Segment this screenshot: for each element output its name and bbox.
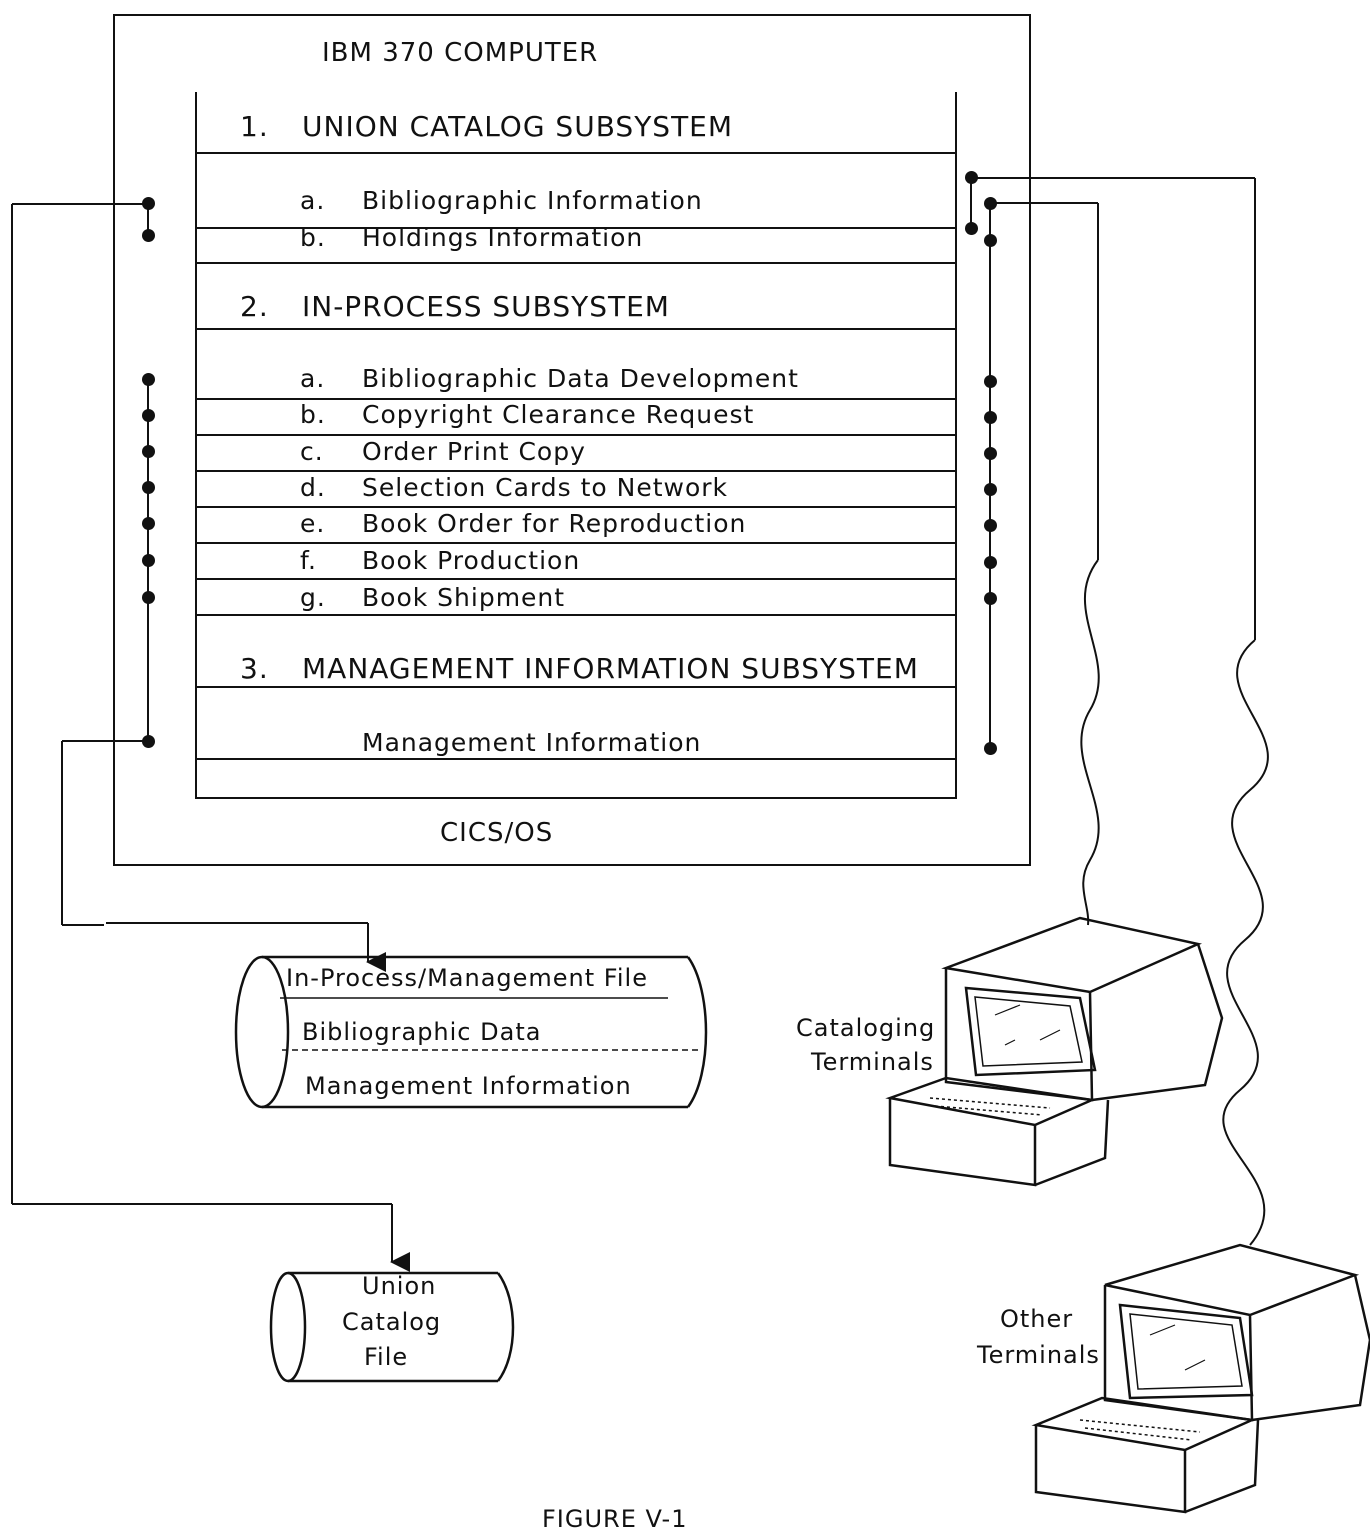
os-label: CICS/OS bbox=[440, 818, 553, 848]
divider bbox=[197, 434, 955, 436]
item-management-information: Management Information bbox=[362, 728, 701, 757]
item-letter: c. bbox=[300, 437, 324, 466]
item-copyright-clearance-request: Copyright Clearance Request bbox=[362, 400, 754, 429]
union-catalog-file-label: Union bbox=[362, 1272, 436, 1300]
item-letter: b. bbox=[300, 400, 326, 429]
item-holdings-information: Holdings Information bbox=[362, 223, 643, 252]
connector-dot bbox=[984, 234, 997, 247]
connector-dot bbox=[984, 519, 997, 532]
item-letter: a. bbox=[300, 364, 325, 393]
other-terminals-label: Other bbox=[1000, 1305, 1073, 1333]
computer-title: IBM 370 COMPUTER bbox=[322, 38, 598, 68]
item-bibliographic-data-development: Bibliographic Data Development bbox=[362, 364, 799, 393]
other-terminal-icon bbox=[1036, 1245, 1370, 1512]
item-book-production: Book Production bbox=[362, 546, 580, 575]
divider bbox=[197, 614, 955, 616]
subsystem-3-number: 3. bbox=[240, 652, 269, 685]
connector-dot bbox=[142, 481, 155, 494]
subsystem-1-title: UNION CATALOG SUBSYSTEM bbox=[302, 110, 733, 143]
connector-dot bbox=[965, 222, 978, 235]
cataloging-terminal-icon bbox=[890, 918, 1222, 1185]
connector-dot bbox=[142, 591, 155, 604]
subsystem-2-title: IN-PROCESS SUBSYSTEM bbox=[302, 290, 670, 323]
figure-caption: FIGURE V-1 bbox=[542, 1505, 687, 1533]
connector-dot bbox=[984, 483, 997, 496]
connector-dot bbox=[984, 375, 997, 388]
subsystem-3-title: MANAGEMENT INFORMATION SUBSYSTEM bbox=[302, 652, 919, 685]
item-letter: g. bbox=[300, 583, 326, 612]
connector-dot bbox=[142, 373, 155, 386]
item-letter: d. bbox=[300, 473, 326, 502]
cataloging-terminals-label: Cataloging bbox=[796, 1014, 935, 1042]
item-letter: f. bbox=[300, 546, 317, 575]
connector-dot bbox=[142, 197, 155, 210]
other-terminals-label: Terminals bbox=[977, 1341, 1100, 1369]
cataloging-terminals-label: Terminals bbox=[811, 1048, 934, 1076]
divider bbox=[197, 328, 955, 330]
union-catalog-file-label: File bbox=[364, 1343, 408, 1371]
union-catalog-file-label: Catalog bbox=[342, 1308, 441, 1336]
divider bbox=[197, 152, 955, 154]
divider bbox=[197, 578, 955, 580]
item-book-shipment: Book Shipment bbox=[362, 583, 565, 612]
in-process-file-section: Management Information bbox=[305, 1072, 632, 1100]
connector-dot bbox=[984, 197, 997, 210]
item-order-print-copy: Order Print Copy bbox=[362, 437, 586, 466]
connector-dot bbox=[984, 447, 997, 460]
in-process-file-section: Bibliographic Data bbox=[302, 1018, 541, 1046]
item-selection-cards-to-network: Selection Cards to Network bbox=[362, 473, 728, 502]
divider bbox=[197, 262, 955, 264]
connector-dot bbox=[142, 409, 155, 422]
connector-dot bbox=[984, 411, 997, 424]
connector-dot bbox=[142, 517, 155, 530]
item-letter: e. bbox=[300, 509, 325, 538]
subsystem-2-number: 2. bbox=[240, 290, 269, 323]
divider bbox=[197, 542, 955, 544]
item-letter: a. bbox=[300, 186, 325, 215]
connector-dot bbox=[142, 445, 155, 458]
divider bbox=[197, 686, 955, 688]
item-book-order-for-reproduction: Book Order for Reproduction bbox=[362, 509, 746, 538]
connector-dot bbox=[984, 742, 997, 755]
item-bibliographic-information: Bibliographic Information bbox=[362, 186, 703, 215]
item-letter: b. bbox=[300, 223, 326, 252]
divider bbox=[197, 506, 955, 508]
in-process-file-title: In-Process/Management File bbox=[286, 964, 648, 992]
divider bbox=[197, 470, 955, 472]
connector-dot bbox=[984, 592, 997, 605]
subsystem-1-number: 1. bbox=[240, 110, 269, 143]
connector-dot bbox=[965, 171, 978, 184]
connector-dot bbox=[142, 735, 155, 748]
connector-dot bbox=[142, 229, 155, 242]
connector-dot bbox=[142, 554, 155, 567]
divider bbox=[197, 758, 955, 760]
connector-dot bbox=[984, 556, 997, 569]
